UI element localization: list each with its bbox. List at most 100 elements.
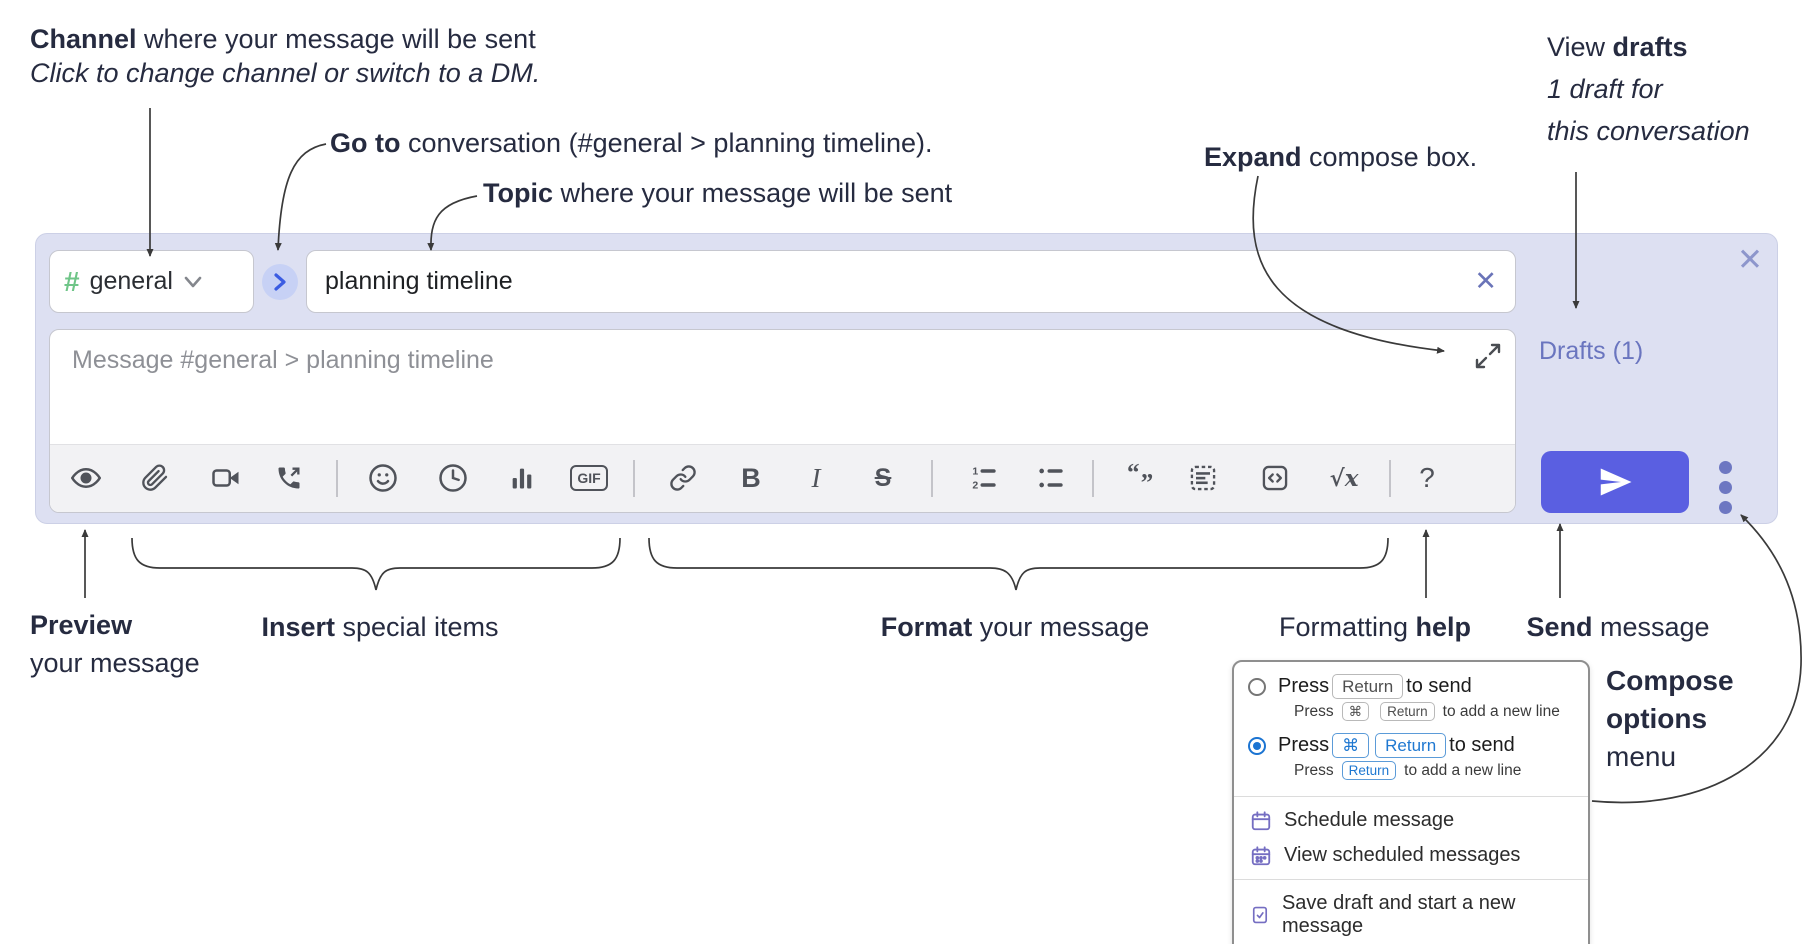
annotation-drafts-bold: drafts	[1612, 32, 1688, 62]
bold-icon[interactable]: B	[729, 456, 773, 500]
annotation-drafts-pre: View	[1547, 32, 1613, 62]
chevron-right-icon	[274, 273, 286, 291]
strike-label: S	[874, 463, 892, 492]
channel-selector[interactable]: # general	[49, 250, 254, 313]
annotation-compose-options: Compose options menu	[1606, 662, 1734, 776]
annotation-channel-bold: Channel	[30, 24, 137, 54]
annotation-channel-rest: where your message will be sent	[136, 24, 536, 54]
popup-divider	[1234, 796, 1588, 797]
expand-compose-icon[interactable]	[1474, 342, 1502, 370]
strikethrough-icon[interactable]: S	[861, 456, 905, 500]
spoiler-icon[interactable]	[1181, 456, 1225, 500]
toolbar-separator	[336, 460, 338, 497]
goto-conversation-button[interactable]	[262, 264, 298, 300]
annotation-topic-rest: where your message will be sent	[553, 178, 953, 208]
brace-format	[648, 537, 1389, 591]
annotation-view-drafts: View drafts 1 draft for this conversatio…	[1547, 26, 1750, 152]
annotation-insert-rest: special items	[334, 612, 499, 642]
option1-sub-pre: Press	[1294, 702, 1334, 720]
annotation-send-bold: Send	[1526, 612, 1593, 642]
video-call-icon[interactable]	[204, 456, 248, 500]
channel-hash-icon: #	[64, 265, 80, 297]
link-icon[interactable]	[661, 456, 705, 500]
gif-label: GIF	[570, 465, 608, 491]
send-button[interactable]	[1541, 451, 1689, 513]
cmd-key: ⌘	[1341, 702, 1370, 721]
menu-item-save-draft[interactable]: Save draft and start a new message	[1234, 886, 1588, 944]
option2-post: to send	[1449, 734, 1515, 756]
annotation-compose-line1: Compose	[1606, 665, 1734, 696]
popup-divider	[1234, 879, 1588, 880]
help-label: ?	[1419, 462, 1435, 493]
return-key: Return	[1341, 761, 1397, 780]
clear-topic-icon[interactable]: ✕	[1474, 266, 1497, 296]
annotation-compose-line2: options	[1606, 703, 1708, 734]
gif-icon[interactable]: GIF	[567, 456, 611, 500]
topic-value: planning timeline	[325, 267, 513, 295]
close-compose-icon[interactable]: ✕	[1737, 242, 1763, 277]
annotation-send-rest: message	[1592, 612, 1710, 642]
annotation-formatting-help: Formatting help	[1279, 610, 1471, 644]
return-key: Return	[1332, 674, 1404, 699]
annotation-insert-bold: Insert	[261, 612, 335, 642]
svg-text:“: “	[1127, 463, 1140, 487]
option2-sub-pre: Press	[1294, 761, 1334, 779]
menu-item-label: Save draft and start a new message	[1281, 892, 1516, 937]
chevron-down-icon	[183, 275, 203, 289]
annotation-drafts-line2: 1 draft for	[1547, 74, 1663, 104]
italic-icon[interactable]: I	[794, 456, 838, 500]
message-input[interactable]: Message #general > planning timeline	[50, 330, 1515, 444]
formatting-help-icon[interactable]: ?	[1405, 456, 1449, 500]
annotation-goto: Go to conversation (#general > planning …	[330, 126, 933, 160]
dot	[1719, 461, 1732, 474]
toolbar-separator	[931, 460, 933, 497]
drafts-link[interactable]: Drafts (1)	[1539, 337, 1644, 365]
toolbar-separator	[633, 460, 635, 497]
compose-options-menu-icon[interactable]	[1719, 461, 1732, 514]
math-icon[interactable]: √x	[1322, 456, 1366, 500]
quote-icon[interactable]: “”	[1120, 456, 1164, 500]
bold-label: B	[741, 462, 761, 493]
option1-sub-post: to add a new line	[1442, 702, 1560, 720]
bulleted-list-icon[interactable]	[1029, 456, 1073, 500]
annotation-channel: Channel where your message will be sent …	[30, 22, 540, 90]
radio-unselected[interactable]	[1248, 677, 1266, 696]
emoji-icon[interactable]	[361, 456, 405, 500]
cmd-key: ⌘	[1332, 733, 1370, 758]
return-key: Return	[1375, 733, 1447, 758]
svg-text:”: ”	[1141, 470, 1154, 494]
menu-item-schedule-message[interactable]: Schedule message	[1234, 803, 1588, 838]
option1-post: to send	[1406, 675, 1472, 697]
message-box: Message #general > planning timeline	[49, 329, 1516, 513]
annotation-topic: Topic where your message will be sent	[483, 176, 952, 210]
compose-box: # general planning timeline ✕ ✕ Drafts (…	[35, 233, 1778, 524]
annotation-send: Send message	[1526, 610, 1709, 644]
preview-eye-icon[interactable]	[64, 456, 108, 500]
annotation-topic-bold: Topic	[483, 178, 553, 208]
return-key: Return	[1380, 702, 1435, 721]
topic-input[interactable]: planning timeline ✕	[306, 250, 1516, 313]
poll-chart-icon[interactable]	[500, 456, 544, 500]
annotation-insert: Insert special items	[261, 610, 498, 644]
annotation-help-bold: help	[1415, 612, 1472, 642]
menu-item-label: Schedule message	[1284, 809, 1455, 831]
code-block-icon[interactable]	[1253, 456, 1297, 500]
annotation-help-pre: Formatting	[1278, 612, 1416, 642]
radio-selected[interactable]	[1248, 736, 1266, 755]
annotation-goto-bold: Go to	[330, 128, 401, 158]
toolbar-separator	[1092, 460, 1094, 497]
annotation-drafts-line3: this conversation	[1547, 116, 1750, 146]
voice-call-icon[interactable]	[267, 456, 311, 500]
annotation-format: Format your message	[881, 610, 1150, 644]
channel-name: general	[89, 267, 173, 295]
schedule-clock-icon[interactable]	[431, 456, 475, 500]
draft-check-icon	[1252, 906, 1268, 924]
annotation-channel-line2: Click to change channel or switch to a D…	[30, 58, 541, 88]
attach-paperclip-icon[interactable]	[133, 456, 177, 500]
option1-pre: Press	[1278, 675, 1330, 697]
menu-item-view-scheduled[interactable]: View scheduled messages	[1234, 838, 1588, 873]
